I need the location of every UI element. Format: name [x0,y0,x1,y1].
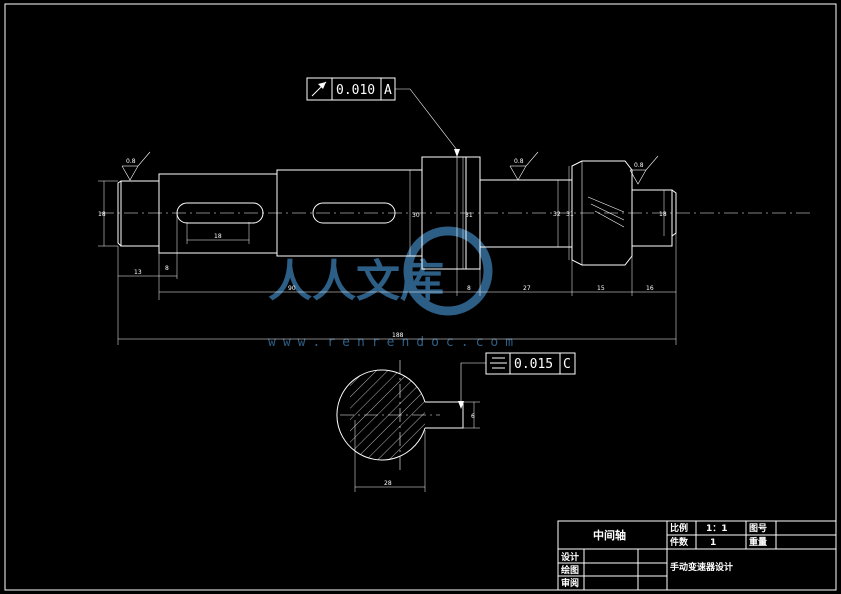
section-view: 28 6 [336,360,480,492]
project-name: 手动变速器设计 [670,561,733,573]
svg-text:0.8: 0.8 [634,162,644,169]
svg-text:8: 8 [467,285,471,292]
runout-arrow-icon [311,81,327,97]
svg-text:32: 32 [553,211,561,218]
svg-text:31: 31 [566,211,574,218]
symmetry-value: 0.015 [514,357,553,372]
runout-value: 0.010 [336,83,375,98]
symmetry-datum: C [563,357,571,372]
svg-text:0.8: 0.8 [514,158,524,165]
dimension-lines: 18 13 8 18 90 30 31 8 32 31 27 15 16 18 [98,157,677,345]
part-name: 中间轴 [593,528,626,542]
runout-tolerance-frame: 0.010 A [306,77,460,157]
svg-text:27: 27 [523,285,531,292]
svg-text:审阅: 审阅 [561,577,579,589]
svg-text:8: 8 [165,265,169,272]
svg-text:30: 30 [412,212,420,219]
symmetry-tolerance-frame: 0.015 C [458,352,576,409]
svg-text:15: 15 [597,285,605,292]
svg-text:13: 13 [134,269,142,276]
svg-text:18: 18 [659,211,667,218]
svg-text:31: 31 [465,212,473,219]
svg-text:28: 28 [384,480,392,487]
svg-text:18: 18 [98,211,106,218]
shaft-outline [117,156,677,270]
svg-text:件数: 件数 [670,536,689,548]
svg-text:188: 188 [392,332,404,339]
title-block: 中间轴 比例 1：1 图号 件数 1 重量 设计 绘图 审阅 手动变速器设计 [557,520,837,591]
sheet-border [4,3,837,591]
svg-text:比例: 比例 [670,522,688,534]
svg-text:16: 16 [646,285,654,292]
symmetry-icon [490,357,507,369]
svg-text:6: 6 [471,413,475,420]
svg-text:绘图: 绘图 [561,564,579,576]
runout-datum: A [384,83,392,98]
svg-text:1: 1 [710,538,716,548]
svg-text:图号: 图号 [749,523,767,534]
svg-text:设计: 设计 [561,551,579,563]
svg-text:重量: 重量 [749,536,767,548]
svg-text:18: 18 [214,233,222,240]
svg-text:90: 90 [288,285,296,292]
svg-text:1：1: 1：1 [706,524,728,534]
svg-text:0.8: 0.8 [126,158,136,165]
surface-finish-marks: 0.8 0.8 0.8 [121,151,659,185]
watermark-text: 人人文库 [268,256,444,307]
